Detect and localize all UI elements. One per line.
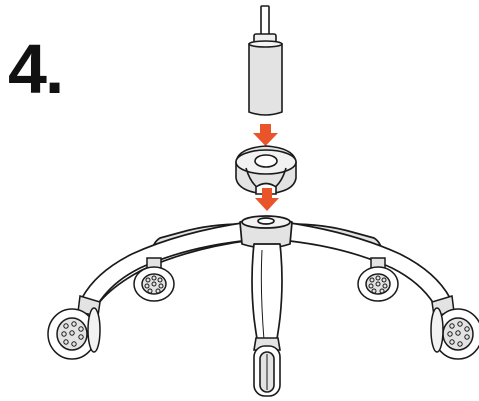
- caster-wheel-front-right: [430, 295, 479, 360]
- step-number: 4.: [8, 30, 64, 108]
- gas-cylinder-body: [248, 43, 283, 116]
- base-leg-front-center: [251, 243, 283, 345]
- cylinder-cover: [235, 145, 297, 195]
- caster-wheel-front-left: [47, 295, 101, 360]
- caster-wheel-front-center: [253, 337, 281, 397]
- gas-cylinder-pin: [260, 5, 270, 37]
- down-arrow-icon: [255, 188, 279, 211]
- down-arrow-icon: [253, 124, 278, 146]
- caster-wheel-back-right: [357, 257, 399, 302]
- gas-cylinder: [248, 5, 283, 116]
- caster-wheel-back-left: [133, 257, 175, 302]
